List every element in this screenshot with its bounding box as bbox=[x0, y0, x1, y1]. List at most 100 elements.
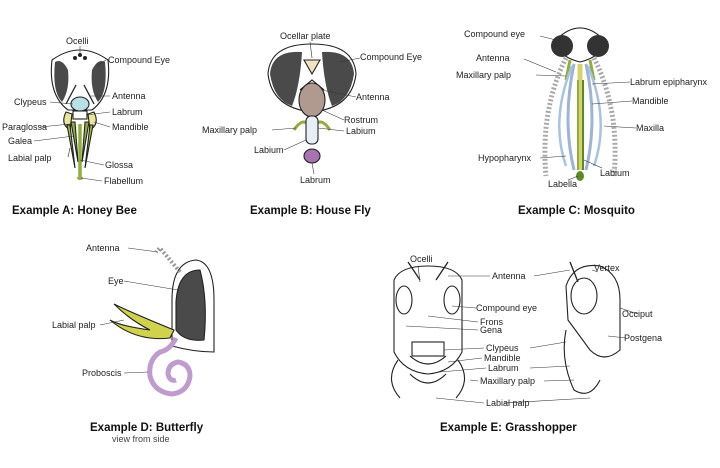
bee-label-antenna: Antenna bbox=[112, 91, 146, 101]
house-fly-leaders bbox=[271, 41, 361, 175]
fly-rostrum bbox=[298, 82, 326, 118]
butterfly-label-proboscis: Proboscis bbox=[82, 368, 122, 378]
bee-ocellus-1 bbox=[73, 56, 77, 60]
fly-left-compound-eye bbox=[270, 51, 302, 106]
mosquito-label-labium: Labium bbox=[600, 168, 630, 178]
mosquito-label-maxilla: Maxilla bbox=[636, 123, 664, 133]
grasshopper-label-labrum: Labrum bbox=[488, 363, 519, 373]
mosquito-label-hypopharynx: Hypopharynx bbox=[478, 153, 532, 163]
grasshopper-labels: Ocelli Antenna Vertex Compound eye Frons… bbox=[410, 254, 662, 408]
butterfly-proboscis bbox=[147, 336, 193, 397]
bee-label-ocelli: Ocelli bbox=[66, 36, 89, 46]
honey-bee-caption: Example A: Honey Bee bbox=[12, 205, 137, 217]
grasshopper-label-vertex: Vertex bbox=[594, 263, 620, 273]
bee-right-galea bbox=[81, 121, 90, 163]
grasshopper-label-maxillary-palp: Maxillary palp bbox=[480, 376, 535, 386]
bee-clypeus bbox=[70, 96, 90, 112]
bee-label-paraglossa: Paraglossa bbox=[2, 122, 47, 132]
mosquito-labels: Compound eye Antenna Maxillary palp Labr… bbox=[456, 29, 708, 189]
mosquito-left-compound-eye bbox=[551, 35, 573, 57]
mosquito-left-antenna bbox=[542, 56, 569, 177]
fly-label-labium-left: Labium bbox=[254, 145, 284, 155]
fly-label-compound-eye: Compound Eye bbox=[360, 52, 422, 62]
mosquito-label-compound-eye: Compound eye bbox=[464, 29, 525, 39]
butterfly-label-eye: Eye bbox=[108, 276, 124, 286]
butterfly-labial-palp bbox=[109, 303, 175, 340]
bee-flabellum bbox=[77, 176, 83, 180]
grasshopper-front-palps bbox=[390, 359, 466, 399]
mosquito-right-antenna bbox=[591, 56, 618, 177]
butterfly-antenna bbox=[154, 245, 182, 274]
mosquito-right-compound-eye bbox=[587, 35, 609, 57]
grasshopper-label-gena: Gena bbox=[480, 325, 502, 335]
mosquito-label-maxillary-palp: Maxillary palp bbox=[456, 70, 511, 80]
butterfly-caption: Example D: Butterfly bbox=[90, 422, 204, 434]
bee-left-antenna bbox=[65, 84, 77, 105]
mosquito-right-maxilla bbox=[586, 65, 602, 167]
grasshopper-label-compound-eye: Compound eye bbox=[476, 303, 537, 313]
house-fly-labels: Ocellar plate Compound Eye Antenna Rostr… bbox=[202, 31, 422, 185]
fly-ocellar-plate bbox=[303, 59, 321, 76]
fly-label-labium-right: Labium bbox=[346, 126, 376, 136]
grasshopper-front-left-eye bbox=[395, 285, 413, 315]
bee-label-compound-eye: Compound Eye bbox=[108, 55, 170, 65]
grasshopper-label-mandible: Mandible bbox=[484, 353, 521, 363]
grasshopper-front-figure bbox=[390, 261, 466, 399]
bee-label-flabellum: Flabellum bbox=[104, 176, 143, 186]
bee-left-galea bbox=[70, 121, 79, 163]
mosquito-label-antenna: Antenna bbox=[476, 53, 510, 63]
butterfly-leaders bbox=[99, 247, 179, 374]
grasshopper-leaders bbox=[405, 265, 639, 404]
fly-label-rostrum: Rostrum bbox=[344, 115, 378, 125]
grasshopper-label-postgena: Postgena bbox=[624, 333, 662, 343]
grasshopper-side-mouthparts bbox=[563, 329, 601, 394]
bee-head-outline bbox=[50, 49, 110, 111]
bee-label-clypeus: Clypeus bbox=[14, 97, 47, 107]
bee-labrum bbox=[72, 110, 88, 120]
bee-labial-palp-left bbox=[66, 124, 76, 169]
bee-left-compound-eye bbox=[54, 61, 69, 102]
fly-label-antenna: Antenna bbox=[356, 92, 390, 102]
mosquito-left-mandible bbox=[566, 63, 576, 171]
mosquito-labella bbox=[576, 171, 584, 181]
grasshopper-side-eye bbox=[570, 277, 598, 315]
grasshopper-label-labial-palp: Labial palp bbox=[486, 398, 530, 408]
bee-label-labrum: Labrum bbox=[112, 107, 143, 117]
mosquito-figure bbox=[542, 27, 618, 181]
bee-label-labial-palp: Labial palp bbox=[8, 153, 52, 163]
house-fly-figure bbox=[267, 43, 357, 164]
butterfly-figure bbox=[109, 245, 215, 397]
mosquito-label-mandible: Mandible bbox=[632, 96, 669, 106]
bee-ocellus-2 bbox=[78, 53, 82, 57]
bee-right-compound-eye bbox=[91, 61, 106, 102]
mosquito-label-labrum-epipharynx: Labrum epipharynx bbox=[630, 77, 708, 87]
mosquito-label-labella: Labella bbox=[548, 179, 577, 189]
grasshopper-side-figure bbox=[563, 261, 621, 394]
grasshopper-caption: Example E: Grasshopper bbox=[440, 422, 577, 434]
grasshopper-front-head bbox=[393, 265, 463, 375]
bee-ocellus-3 bbox=[83, 56, 87, 60]
grasshopper-side-head bbox=[565, 264, 621, 358]
mosquito-caption: Example C: Mosquito bbox=[518, 205, 635, 217]
mosquito-leaders bbox=[523, 35, 637, 181]
bee-label-glossa: Glossa bbox=[105, 160, 133, 170]
grasshopper-front-clypeus bbox=[411, 341, 445, 357]
grasshopper-label-ocelli: Ocelli bbox=[410, 254, 433, 264]
grasshopper-label-occiput: Occiput bbox=[622, 309, 653, 319]
bee-labial-palp-right bbox=[84, 124, 94, 169]
butterfly-subcaption: view from side bbox=[112, 434, 170, 444]
honey-bee-leaders bbox=[33, 46, 111, 182]
grasshopper-front-left-antenna bbox=[407, 261, 421, 281]
butterfly-labels: Antenna Eye Labial palp Proboscis bbox=[52, 243, 124, 378]
honey-bee-figure bbox=[50, 49, 110, 180]
grasshopper-front-mandibles bbox=[409, 373, 447, 384]
grasshopper-front-right-eye bbox=[443, 285, 461, 315]
bee-right-antenna bbox=[83, 84, 95, 105]
fly-label-labrum: Labrum bbox=[300, 175, 331, 185]
grasshopper-label-frons: Frons bbox=[480, 317, 504, 327]
grasshopper-front-labrum bbox=[409, 355, 447, 365]
grasshopper-side-antenna bbox=[569, 261, 579, 283]
butterfly-label-labial-palp: Labial palp bbox=[52, 320, 96, 330]
bee-label-mandible: Mandible bbox=[112, 122, 149, 132]
